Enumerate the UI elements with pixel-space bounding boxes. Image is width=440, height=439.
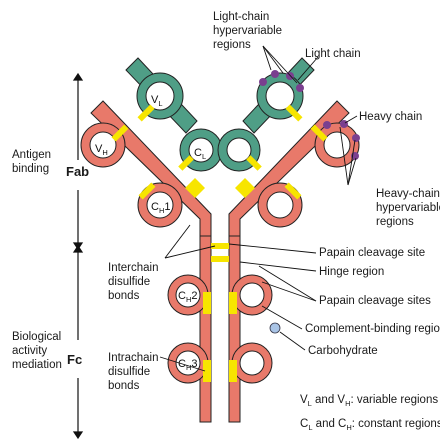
hc-hypervariable-2: hypervariable <box>376 202 440 214</box>
intrachain-label-1: Intrachain <box>108 352 159 364</box>
lc-hypervariable-3: regions <box>213 39 251 51</box>
complement-binding-label: Complement-binding region <box>305 323 440 335</box>
interchain-bond-2 <box>211 256 229 262</box>
papain-sites-label: Papain cleavage sites <box>319 295 431 307</box>
fc-label: Fc <box>67 352 82 367</box>
hc-hypervariable-1: Heavy-chain <box>376 188 440 200</box>
intrachain-label-2: disulfide <box>108 366 150 378</box>
biological-activity-label-1: Biological <box>12 331 61 343</box>
lc-hypervariable-1: Light-chain <box>213 11 269 23</box>
ch3-right-bond <box>229 360 237 382</box>
lc-hypervariable-2: hypervariable <box>213 25 282 37</box>
ch2-right-bond <box>229 292 237 314</box>
biological-activity-label-2: activity <box>12 345 47 357</box>
legend-variable: VL and VH: variable regions <box>300 394 438 408</box>
interchain-label-1: Interchain <box>108 262 159 274</box>
carbohydrate-label: Carbohydrate <box>308 345 378 357</box>
papain-site-label: Papain cleavage site <box>319 247 425 259</box>
carbohydrate-marker <box>270 323 280 333</box>
legend-constant: CL and CH: constant regions <box>300 418 440 432</box>
fab-label: Fab <box>66 164 89 179</box>
left-heavy-stem <box>200 236 211 422</box>
antigen-binding-label-2: binding <box>12 163 49 175</box>
loop-holes <box>90 132 350 375</box>
antigen-binding-label-1: Antigen <box>12 149 51 161</box>
interchain-label-3: bonds <box>108 290 140 302</box>
right-heavy-stem <box>229 236 240 422</box>
biological-activity-label-3: mediation <box>12 359 62 371</box>
interchain-label-2: disulfide <box>108 276 150 288</box>
intrachain-label-3: bonds <box>108 380 140 392</box>
ch2-left-bond <box>203 292 211 314</box>
hinge-region-label: Hinge region <box>319 266 384 278</box>
hc-hypervariable-3: regions <box>376 216 414 228</box>
fc-bracket <box>74 246 82 438</box>
heavy-chain-label: Heavy chain <box>359 111 422 123</box>
light-chain-label: Light chain <box>305 48 361 60</box>
fab-bracket <box>74 74 82 249</box>
